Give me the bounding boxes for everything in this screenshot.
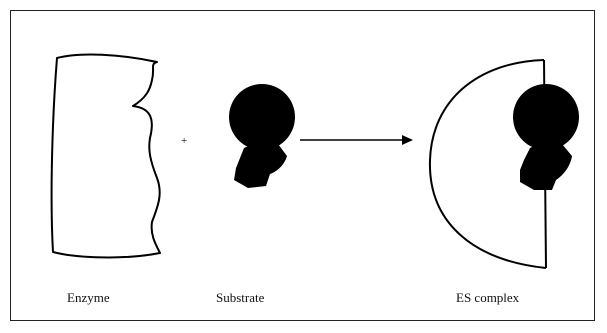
substrate-label: Substrate — [216, 290, 265, 305]
enzyme-shape — [50, 53, 161, 259]
plus-operator: + — [181, 135, 188, 147]
enzyme-label: Enzyme — [67, 290, 110, 305]
es-complex-shape — [428, 59, 579, 269]
substrate-shape — [229, 84, 295, 188]
reaction-arrow — [300, 135, 413, 145]
es-complex-label: ES complex — [456, 290, 520, 305]
diagram-frame — [10, 10, 595, 321]
